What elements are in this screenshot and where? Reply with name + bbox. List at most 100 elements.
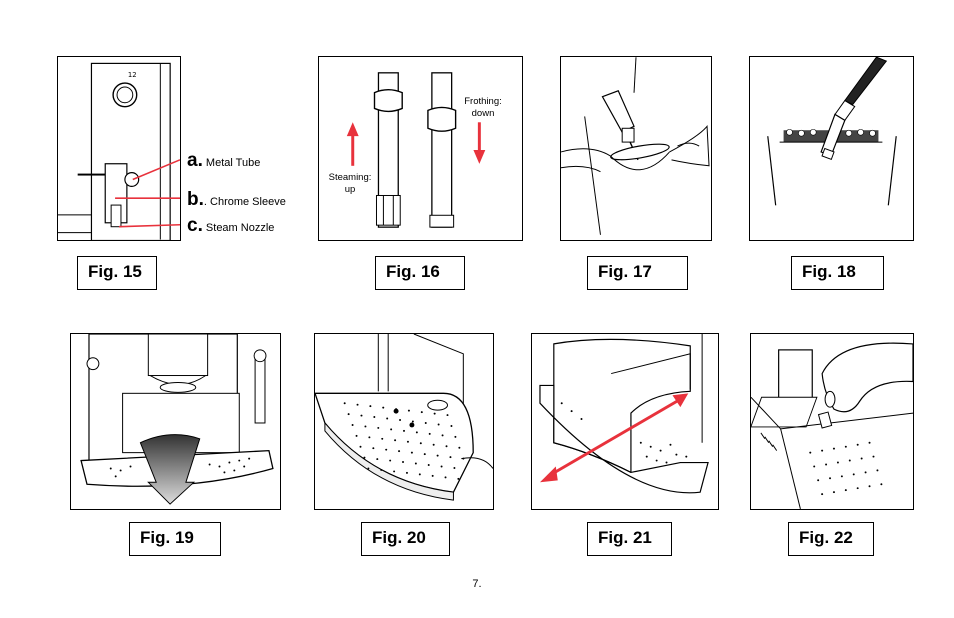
tray-dot: [405, 471, 408, 474]
tray-dot: [407, 409, 410, 412]
tray-dot: [393, 470, 396, 473]
tray-dot: [369, 405, 372, 408]
tray-dot: [458, 446, 461, 449]
label-a-letter: a.: [187, 150, 203, 171]
tray-dot: [381, 437, 384, 440]
fig16-drawing: [346, 72, 486, 228]
tray-dot: [428, 432, 431, 435]
tray-dot: [414, 462, 417, 465]
tray-dot: [351, 423, 354, 426]
tray-dot: [386, 417, 389, 420]
fig21-illustration: [531, 333, 719, 510]
tray-dot: [373, 416, 376, 419]
tray-dot: [377, 426, 380, 429]
label-c-text: Steam Nozzle: [205, 222, 275, 234]
tray-dot: [355, 434, 358, 437]
fig18-drawing: [767, 57, 897, 206]
tray-dot: [432, 443, 435, 446]
tray-dot: [359, 445, 362, 448]
fig20-drawing: [315, 334, 493, 501]
tray-dot: [457, 477, 460, 480]
tray-dot: [444, 476, 447, 479]
tray-dot: [399, 419, 402, 422]
tray-dot: [372, 447, 375, 450]
tray-dot: [410, 451, 413, 454]
tray-dot: [431, 474, 434, 477]
tray-dot: [390, 428, 393, 431]
tray-dot: [356, 403, 359, 406]
tray-dot: [423, 453, 426, 456]
tray-dot: [441, 434, 444, 437]
frothing-line2: down: [471, 108, 495, 119]
label-c-letter: c.: [187, 215, 203, 236]
fig16-illustration: [318, 56, 523, 241]
fig20-illustration: [314, 333, 494, 510]
tray-dot: [343, 402, 346, 405]
page-number: 7.: [472, 578, 482, 590]
tray-dot: [406, 440, 409, 443]
tray-dot: [360, 414, 363, 417]
tray-dot: [420, 411, 423, 414]
tray-dot: [449, 456, 452, 459]
label-b-letter: b.: [187, 189, 204, 210]
fig16-caption: Fig. 16: [375, 256, 465, 290]
fig19-caption: Fig. 19: [129, 522, 221, 556]
steaming-line1: Steaming:: [328, 172, 372, 183]
fig17-illustration: [560, 56, 712, 241]
label-b-text: . Chrome Sleeve: [203, 196, 286, 208]
tray-dot: [419, 442, 422, 445]
tray-dot: [446, 414, 449, 417]
label-c: c. Steam Nozzle: [187, 215, 274, 237]
tray-dot: [367, 467, 370, 470]
fig22-caption: Fig. 22: [788, 522, 874, 556]
tray-dot: [440, 465, 443, 468]
fig22-illustration: [750, 333, 914, 510]
tray-dot: [376, 458, 379, 461]
tray-dot: [380, 468, 383, 471]
fig22-drawing: [751, 342, 913, 509]
label-a-text: Metal Tube: [205, 157, 261, 169]
fig18-illustration: [749, 56, 914, 241]
fig15-drawing: 12: [58, 62, 180, 240]
steaming-label: Steaming: up: [322, 172, 378, 196]
tray-dot: [402, 461, 404, 464]
frothing-label: Frothing: down: [455, 96, 511, 120]
tray-dot: [368, 436, 371, 439]
fig21-caption: Fig. 21: [587, 522, 672, 556]
tray-dot: [427, 464, 430, 466]
tray-dot: [411, 420, 414, 423]
svg-text:12: 12: [128, 71, 137, 79]
fig17-drawing: [561, 57, 710, 235]
fig15-illustration: 12: [57, 56, 181, 241]
fig21-drawing: [539, 334, 709, 494]
tray-dot: [433, 412, 436, 415]
tray-dot: [364, 425, 367, 428]
label-b: b.. Chrome Sleeve: [187, 189, 286, 211]
tray-dot: [424, 421, 427, 424]
tray-dot: [450, 424, 453, 427]
tray-dot: [445, 445, 448, 448]
tray-dot: [415, 431, 418, 434]
fig19-illustration: [70, 333, 281, 510]
fig17-caption: Fig. 17: [587, 256, 688, 290]
tray-dot: [363, 456, 366, 459]
tray-dot: [382, 406, 385, 409]
frothing-line1: Frothing:: [464, 96, 502, 107]
tray-dot: [385, 448, 388, 451]
tray-dot: [454, 435, 457, 438]
tray-dot: [347, 413, 350, 416]
tray-dot: [403, 429, 405, 432]
tray-dot: [437, 423, 440, 426]
fig19-drawing: [80, 334, 274, 505]
tray-dot: [398, 450, 401, 453]
tray-dot: [389, 459, 392, 462]
fig18-caption: Fig. 18: [791, 256, 884, 290]
tray-dot: [462, 457, 465, 460]
tray-dot: [453, 466, 456, 469]
fig20-caption: Fig. 20: [361, 522, 450, 556]
label-a: a. Metal Tube: [187, 150, 260, 172]
tray-dot: [395, 408, 398, 411]
tray-dot: [436, 454, 439, 457]
fig15-caption: Fig. 15: [77, 256, 157, 290]
steaming-line2: up: [344, 184, 356, 195]
